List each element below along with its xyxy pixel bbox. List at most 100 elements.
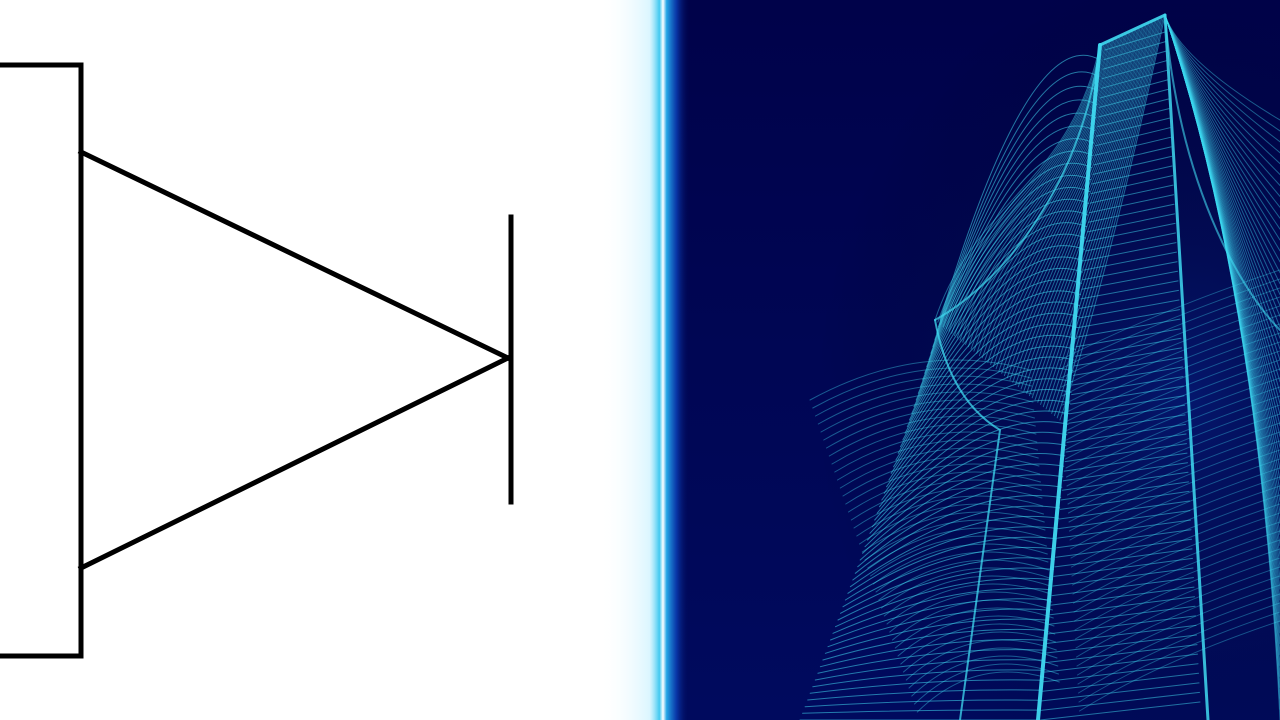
wire-line (844, 536, 1058, 601)
wire-line (1075, 328, 1181, 348)
wire-line (959, 38, 1114, 341)
wire-line (904, 267, 1083, 434)
line-diagram (0, 62, 514, 659)
wire-line (869, 431, 1068, 534)
wire-line (886, 356, 1075, 488)
wire-line (1164, 14, 1280, 295)
wire-line (856, 495, 1044, 537)
wire-line (1060, 481, 1189, 501)
wire-line (867, 442, 1067, 541)
wire-line (1003, 27, 1137, 377)
wire-line (867, 527, 1047, 569)
wire-line (802, 709, 1040, 714)
wire-line (1090, 175, 1173, 195)
wire-line (922, 174, 1092, 381)
wire-line (1073, 512, 1280, 604)
wire-line (1071, 376, 1184, 396)
wire-line (1064, 350, 1280, 442)
wire-line (1057, 519, 1191, 539)
wire-line (914, 663, 1059, 705)
wire-line (1164, 14, 1280, 415)
wire-line (897, 301, 1080, 454)
wire-line (809, 679, 1043, 694)
wire-line (881, 567, 1050, 609)
wire-line (1071, 476, 1280, 568)
wire-line (1085, 232, 1176, 252)
wire-line (939, 54, 1101, 321)
wire-line (883, 367, 1074, 494)
wire-line (840, 557, 1055, 614)
wire-line (1164, 14, 1280, 666)
wire-line (1015, 25, 1143, 385)
wire-line (1164, 14, 1280, 383)
wire-line (1164, 14, 1280, 186)
wire-line (1073, 521, 1280, 613)
wire-line (1164, 14, 1280, 459)
wire-line (1040, 691, 1200, 711)
wire-line (834, 431, 1038, 473)
wire-line (830, 598, 1051, 641)
wire-line (822, 628, 1048, 661)
wire-line (1099, 79, 1168, 99)
wire-line (809, 359, 1031, 401)
wire-line (900, 290, 1081, 448)
wire-line (847, 526, 1059, 594)
wire-line (1164, 14, 1280, 372)
wire-line (1164, 14, 1280, 274)
shoulder-curve (934, 44, 1101, 321)
wire-line (1078, 611, 1280, 703)
wire-line (1164, 14, 1280, 361)
wire-line (1082, 261, 1178, 281)
wire-line (824, 618, 1049, 654)
wire-line (1079, 620, 1280, 712)
wire-line (1164, 14, 1280, 241)
wire-line (1065, 377, 1280, 469)
wire-line (1164, 14, 1280, 677)
wire-line (1075, 548, 1280, 640)
wire-line (1085, 222, 1176, 242)
wire-line (909, 245, 1085, 421)
wire-line (864, 519, 1046, 561)
wire-line (892, 599, 1053, 641)
wire-line (1009, 26, 1140, 381)
wire-line (1101, 60, 1167, 80)
wire-line (1068, 422, 1280, 514)
wire-line (1069, 440, 1280, 532)
wire-line (875, 551, 1049, 593)
wire-line (820, 391, 1034, 433)
wire-line (1083, 251, 1177, 271)
wire-line (1098, 88, 1169, 108)
wire-line (924, 162, 1093, 374)
wire-line (1059, 500, 1190, 520)
wire-line (902, 279, 1082, 441)
wire-line (1100, 69, 1168, 89)
wire-line (845, 463, 1041, 505)
wire-line (1026, 22, 1149, 394)
wire-line (1164, 14, 1280, 492)
wire-line (1048, 17, 1160, 412)
wire-line (827, 608, 1050, 648)
wire-line (1164, 14, 1280, 601)
wire-line (895, 312, 1079, 461)
wire-line (812, 669, 1044, 688)
wire-line (932, 112, 1097, 348)
wire-line (942, 42, 1105, 328)
wire-line (1164, 14, 1280, 634)
wire-line (859, 474, 1064, 561)
wire-line (870, 535, 1047, 577)
wire-line (1164, 14, 1280, 405)
wire-line (905, 639, 1057, 681)
wire-line (920, 186, 1091, 388)
wire-line (1164, 14, 1280, 720)
wire-line (1164, 14, 1280, 426)
wire-line (1069, 395, 1185, 415)
wire-line (1070, 458, 1280, 550)
wire-line (1080, 280, 1179, 300)
wire-line (1045, 17, 1159, 410)
wire-line (1066, 395, 1280, 487)
wire-line (831, 423, 1037, 465)
wire-line (1092, 155, 1172, 175)
wire-line (1076, 566, 1280, 658)
wire-line (886, 583, 1052, 625)
wire-line (1164, 14, 1280, 514)
